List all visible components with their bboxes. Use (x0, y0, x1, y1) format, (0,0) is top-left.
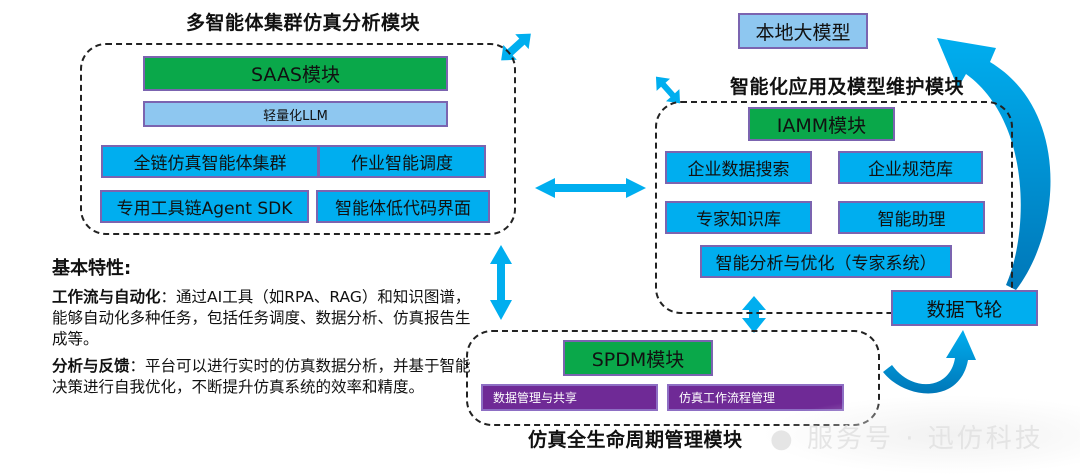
analysis-optimization-box: 智能分析与优化（专家系统） (700, 245, 952, 278)
enterprise-standards-box: 企业规范库 (838, 151, 983, 184)
feature-item: 工作流与自动化：通过AI工具（如RPA、RAG）和知识图谱，能够自动化多种任务，… (52, 287, 472, 350)
intelligent-app-module-title: 智能化应用及模型维护模块 (730, 76, 965, 98)
expert-knowledge-base-box: 专家知识库 (665, 201, 812, 234)
chat-bubble-icon: ● (770, 424, 796, 454)
features-section: 基本特性: 工作流与自动化：通过AI工具（如RPA、RAG）和知识图谱，能够自动… (52, 258, 472, 404)
full-chain-agent-cluster-box: 全链仿真智能体集群 (101, 145, 319, 178)
low-code-interface-box: 智能体低代码界面 (316, 190, 490, 223)
double-arrow-diagonal-2-icon (655, 76, 681, 104)
enterprise-data-search-box: 企业数据搜索 (665, 151, 812, 184)
smart-assistant-box: 智能助理 (838, 201, 985, 234)
double-arrow-vertical-icon (490, 245, 512, 320)
intelligent-app-module-container (655, 101, 1013, 314)
curved-arrow-spdm-to-flywheel-icon (883, 330, 976, 394)
data-flywheel-box: 数据飞轮 (891, 290, 1038, 326)
double-arrow-vertical-short-icon (742, 296, 766, 333)
multi-agent-module-container (80, 43, 516, 235)
feature-label: 工作流与自动化 (52, 288, 161, 306)
job-scheduling-box: 作业智能调度 (318, 145, 486, 178)
lifecycle-module-container (466, 330, 880, 426)
lightweight-llm-box: 轻量化LLM (143, 101, 448, 127)
double-arrow-horizontal-icon (535, 178, 646, 198)
agent-sdk-box: 专用工具链Agent SDK (100, 190, 309, 223)
watermark: ● 服务号 · 迅仿科技 (770, 418, 1044, 455)
feature-text: ：通过AI工具（如RPA、RAG）和知识图谱，能够自动化多种任务，包括任务调度、… (52, 288, 471, 348)
local-model-box: 本地大模型 (738, 13, 868, 49)
spdm-module-box: SPDM模块 (563, 340, 713, 376)
feature-label: 分析与反馈 (52, 357, 130, 375)
features-heading: 基本特性: (52, 258, 132, 279)
data-management-box: 数据管理与共享 (481, 384, 658, 411)
feature-text: ：平台可以进行实时的仿真数据分析，并基于智能决策进行自我优化，不断提升仿真系统的… (52, 357, 471, 396)
feature-item: 分析与反馈：平台可以进行实时的仿真数据分析，并基于智能决策进行自我优化，不断提升… (52, 356, 472, 398)
multi-agent-module-title: 多智能体集群仿真分析模块 (186, 12, 421, 34)
watermark-text: 服务号 · 迅仿科技 (806, 424, 1044, 454)
lifecycle-module-title: 仿真全生命周期管理模块 (528, 429, 743, 451)
watermark-background (760, 395, 1080, 475)
curved-arrow-flywheel-to-model-icon (937, 38, 1051, 290)
saas-module-box: SAAS模块 (143, 56, 448, 91)
iamm-module-box: IAMM模块 (748, 107, 895, 141)
